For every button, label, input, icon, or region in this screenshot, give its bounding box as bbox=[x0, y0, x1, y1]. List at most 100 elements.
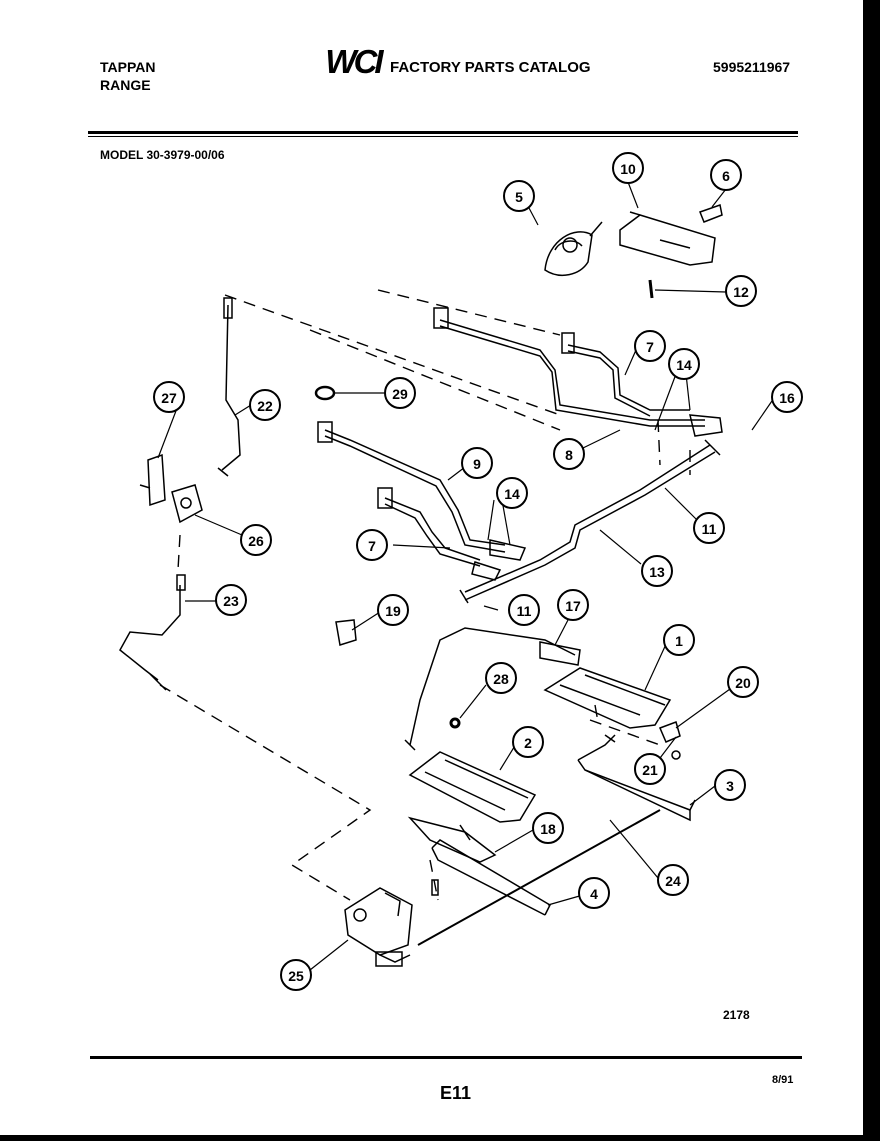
callout-number: 5 bbox=[515, 189, 523, 205]
callout-circle bbox=[215, 584, 247, 616]
wci-logo: WCI bbox=[325, 43, 384, 80]
callout-14: 14 bbox=[496, 477, 528, 509]
callout-number: 18 bbox=[540, 821, 556, 837]
product-type: RANGE bbox=[100, 77, 151, 93]
callout-18: 18 bbox=[532, 812, 564, 844]
part-number: 5995211967 bbox=[713, 59, 791, 75]
part-5-igniter bbox=[544, 221, 603, 277]
callout-number: 21 bbox=[642, 762, 658, 778]
callout-circle bbox=[461, 447, 493, 479]
part-6-clip bbox=[699, 204, 723, 223]
callout-number: 10 bbox=[620, 161, 636, 177]
callout-number: 12 bbox=[733, 284, 749, 300]
callout-number: 27 bbox=[161, 390, 177, 406]
callout-circle bbox=[710, 159, 742, 191]
callout-number: 17 bbox=[565, 598, 581, 614]
page-code: E11 bbox=[440, 1083, 472, 1103]
callout-number: 23 bbox=[223, 593, 239, 609]
front-gas-tubes bbox=[317, 421, 527, 581]
part-23-tube bbox=[119, 574, 186, 691]
bottom-border bbox=[0, 1135, 880, 1141]
callout-circle bbox=[532, 812, 564, 844]
brand-name: TAPPAN bbox=[100, 59, 156, 75]
callout-number: 11 bbox=[517, 603, 532, 619]
callout-16: 16 bbox=[771, 381, 803, 413]
callout-number: 7 bbox=[368, 538, 376, 554]
part-26-thermostat bbox=[171, 484, 203, 524]
header-rule-thin bbox=[88, 136, 798, 137]
callout-21: 21 bbox=[634, 753, 666, 785]
callout-circle bbox=[771, 381, 803, 413]
callout-circle bbox=[377, 594, 409, 626]
callout-circle bbox=[693, 512, 725, 544]
callout-circle bbox=[280, 959, 312, 991]
callout-number: 6 bbox=[722, 168, 730, 184]
drawing-number: 2178 bbox=[723, 1008, 750, 1022]
callout-number: 8 bbox=[565, 447, 573, 463]
part-10-bracket bbox=[619, 211, 716, 266]
callout-number: 19 bbox=[385, 603, 401, 619]
callout-20: 20 bbox=[727, 666, 759, 698]
callout-circle bbox=[663, 624, 695, 656]
callout-number: 13 bbox=[649, 564, 665, 580]
callout-24: 24 bbox=[657, 864, 689, 896]
callout-labels: 1234567789101111121314141617181920212223… bbox=[153, 152, 803, 991]
catalog-title: FACTORY PARTS CATALOG bbox=[390, 59, 591, 76]
callout-number: 11 bbox=[702, 521, 717, 537]
callout-circle bbox=[496, 477, 528, 509]
callout-circle bbox=[725, 275, 757, 307]
part-3-burner-tube bbox=[577, 734, 696, 822]
callout-circle bbox=[657, 864, 689, 896]
callout-27: 27 bbox=[153, 381, 185, 413]
callout-number: 2 bbox=[524, 735, 532, 751]
callout-number: 7 bbox=[646, 339, 654, 355]
callout-29: 29 bbox=[384, 377, 416, 409]
rear-gas-tubes bbox=[433, 307, 723, 437]
callout-28: 28 bbox=[485, 662, 517, 694]
callout-number: 20 bbox=[735, 675, 751, 691]
part-4-burner-tube bbox=[431, 839, 551, 916]
part-20-21-fittings bbox=[659, 721, 681, 760]
callout-number: 24 bbox=[665, 873, 681, 889]
callout-9: 9 bbox=[461, 447, 493, 479]
callout-circle bbox=[512, 726, 544, 758]
part-17-sensor bbox=[404, 627, 581, 751]
callout-circle bbox=[612, 152, 644, 184]
callout-circle bbox=[668, 348, 700, 380]
callout-22: 22 bbox=[249, 389, 281, 421]
callout-2: 2 bbox=[512, 726, 544, 758]
right-border bbox=[863, 0, 880, 1141]
callout-10: 10 bbox=[612, 152, 644, 184]
callout-circle bbox=[503, 180, 535, 212]
callout-7: 7 bbox=[356, 529, 388, 561]
header-rule bbox=[88, 131, 798, 134]
callout-number: 14 bbox=[504, 486, 520, 502]
part-29-ring bbox=[314, 385, 336, 401]
footer-rule bbox=[90, 1056, 802, 1059]
callout-circle bbox=[641, 555, 673, 587]
callout-number: 1 bbox=[675, 633, 683, 649]
part-13-manifold bbox=[459, 439, 721, 604]
callout-circle bbox=[356, 529, 388, 561]
callout-circle bbox=[485, 662, 517, 694]
callout-1: 1 bbox=[663, 624, 695, 656]
callout-number: 22 bbox=[257, 398, 273, 414]
svg-text:WCI: WCI bbox=[325, 43, 384, 80]
callout-19: 19 bbox=[377, 594, 409, 626]
callout-17: 17 bbox=[557, 589, 589, 621]
callout-number: 16 bbox=[779, 390, 795, 406]
callout-leaders bbox=[157, 181, 775, 971]
callout-circle bbox=[384, 377, 416, 409]
part-28-fastener bbox=[449, 717, 461, 729]
callout-number: 26 bbox=[248, 533, 264, 549]
callout-circle bbox=[714, 769, 746, 801]
callout-7: 7 bbox=[634, 330, 666, 362]
part-27-bracket bbox=[139, 453, 166, 507]
part-2-burner bbox=[408, 751, 537, 823]
callout-circle bbox=[249, 389, 281, 421]
callout-number: 28 bbox=[493, 671, 509, 687]
callout-circle bbox=[727, 666, 759, 698]
callout-12: 12 bbox=[725, 275, 757, 307]
revision-date: 8/91 bbox=[772, 1074, 794, 1086]
callout-number: 3 bbox=[726, 778, 734, 794]
